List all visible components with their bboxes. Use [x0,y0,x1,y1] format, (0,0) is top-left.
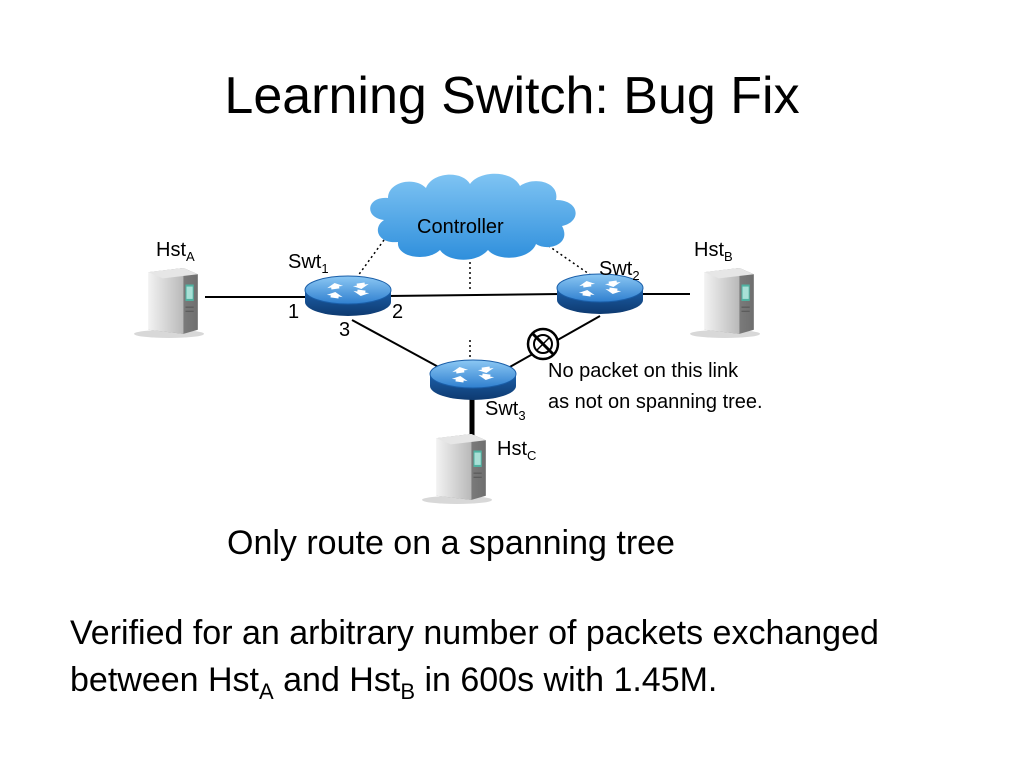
host-a-icon [133,267,204,338]
link-swt1-swt3 [351,319,445,371]
link-swt1-swt2 [387,293,561,297]
blocked-link-note: No packet on this link as not on spannin… [548,356,763,418]
port-2-label: 2 [392,301,404,323]
controller-cloud [370,173,576,260]
verification-line-1: Verified for an arbitrary number of pack… [70,614,879,652]
switch-1-label: Swt1 [288,251,329,276]
host-c-label: HstC [497,438,537,463]
blocked-link-icon [526,327,560,361]
host-a-label: HstA [156,239,195,264]
verification-line-2: between HstA and HstB in 600s with 1.45M… [70,661,718,704]
controller-label: Controller [417,216,504,238]
note-line-2: as not on spanning tree. [548,391,763,413]
host-b-icon [689,267,760,338]
note-line-1: No packet on this link [548,360,739,382]
host-b-label: HstB [694,239,733,264]
switch-1-icon [304,275,392,317]
port-1-label: 1 [288,301,300,323]
slide-title: Learning Switch: Bug Fix [224,67,800,125]
switch-3-icon [429,359,517,401]
port-3-label: 3 [339,319,351,341]
switch-2-label: Swt2 [599,258,640,283]
switch-3-label: Swt3 [485,398,526,423]
host-c-icon [421,433,492,504]
slide-subtitle: Only route on a spanning tree [227,524,675,562]
verification-text: Verified for an arbitrary number of pack… [70,610,879,704]
